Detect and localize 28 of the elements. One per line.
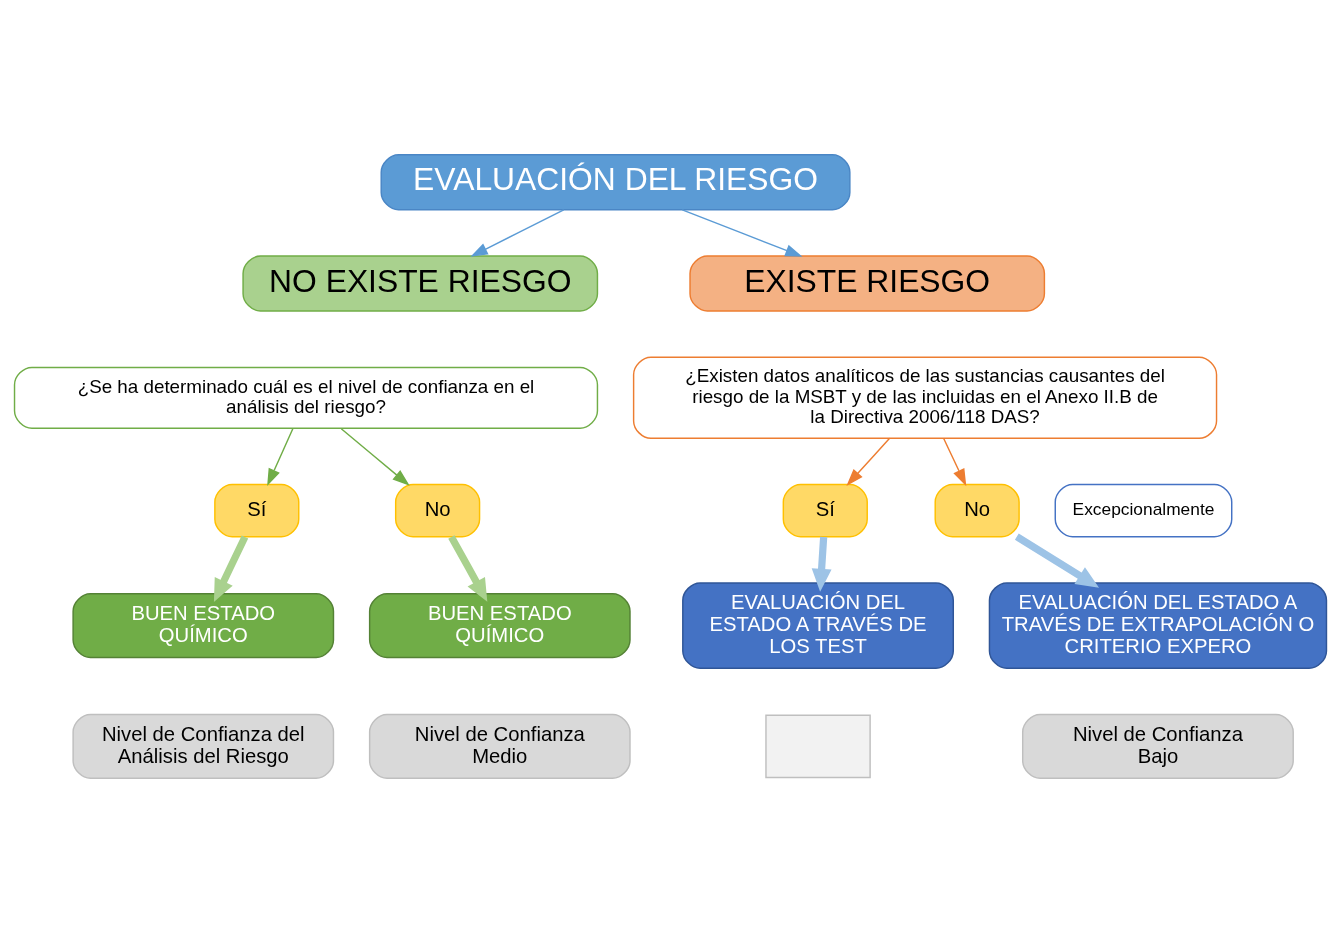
node-box: BUEN ESTADO QUÍMICO [368, 593, 631, 659]
arrow [1014, 533, 1099, 588]
node-box: BUEN ESTADO QUÍMICO [72, 593, 335, 659]
node-box: EVALUACIÓN DEL RIESGO [380, 154, 851, 211]
node-box: No [934, 483, 1020, 538]
node-box: EVALUACIÓN DEL ESTADO A TRAVÉS DE LOS TEST [682, 582, 954, 669]
node-box: ¿Existen datos analíticos de las sustancias causantes del riesgo de la MSBT y de las incluidas en el Anexo II.B de la Directiva 2006/118 DAS? [632, 356, 1218, 439]
node-box: No [394, 483, 481, 538]
node-box: EVALUACIÓN DEL ESTADO A TRAVÉS DE EXTRAPOLACIÓN O CRITERIO EXPERO [988, 582, 1328, 669]
node-box: Sí [782, 483, 868, 538]
arrow [470, 209, 565, 257]
arrow [448, 535, 488, 602]
node-box: EXISTE RIESGO [689, 255, 1046, 312]
arrow [942, 437, 967, 487]
arrow [267, 427, 294, 487]
arrow [213, 535, 249, 602]
node-box: Sí [214, 483, 300, 538]
node-box: Excepcionalmente [1054, 483, 1233, 538]
node-box: Nivel de Confianza Bajo [1022, 713, 1294, 779]
arrow [340, 427, 410, 486]
node-box: Nivel de Confianza Medio [368, 713, 631, 779]
node-box [765, 714, 871, 779]
arrow [681, 209, 803, 257]
node-box: ¿Se ha determinado cuál es el nivel de confianza en el análisis del riesgo? [13, 366, 599, 429]
arrow [846, 437, 891, 486]
arrow [811, 536, 832, 592]
node-box: NO EXISTE RIESGO [242, 255, 599, 312]
node-box: Nivel de Confianza del Análisis del Riesgo [72, 713, 335, 779]
